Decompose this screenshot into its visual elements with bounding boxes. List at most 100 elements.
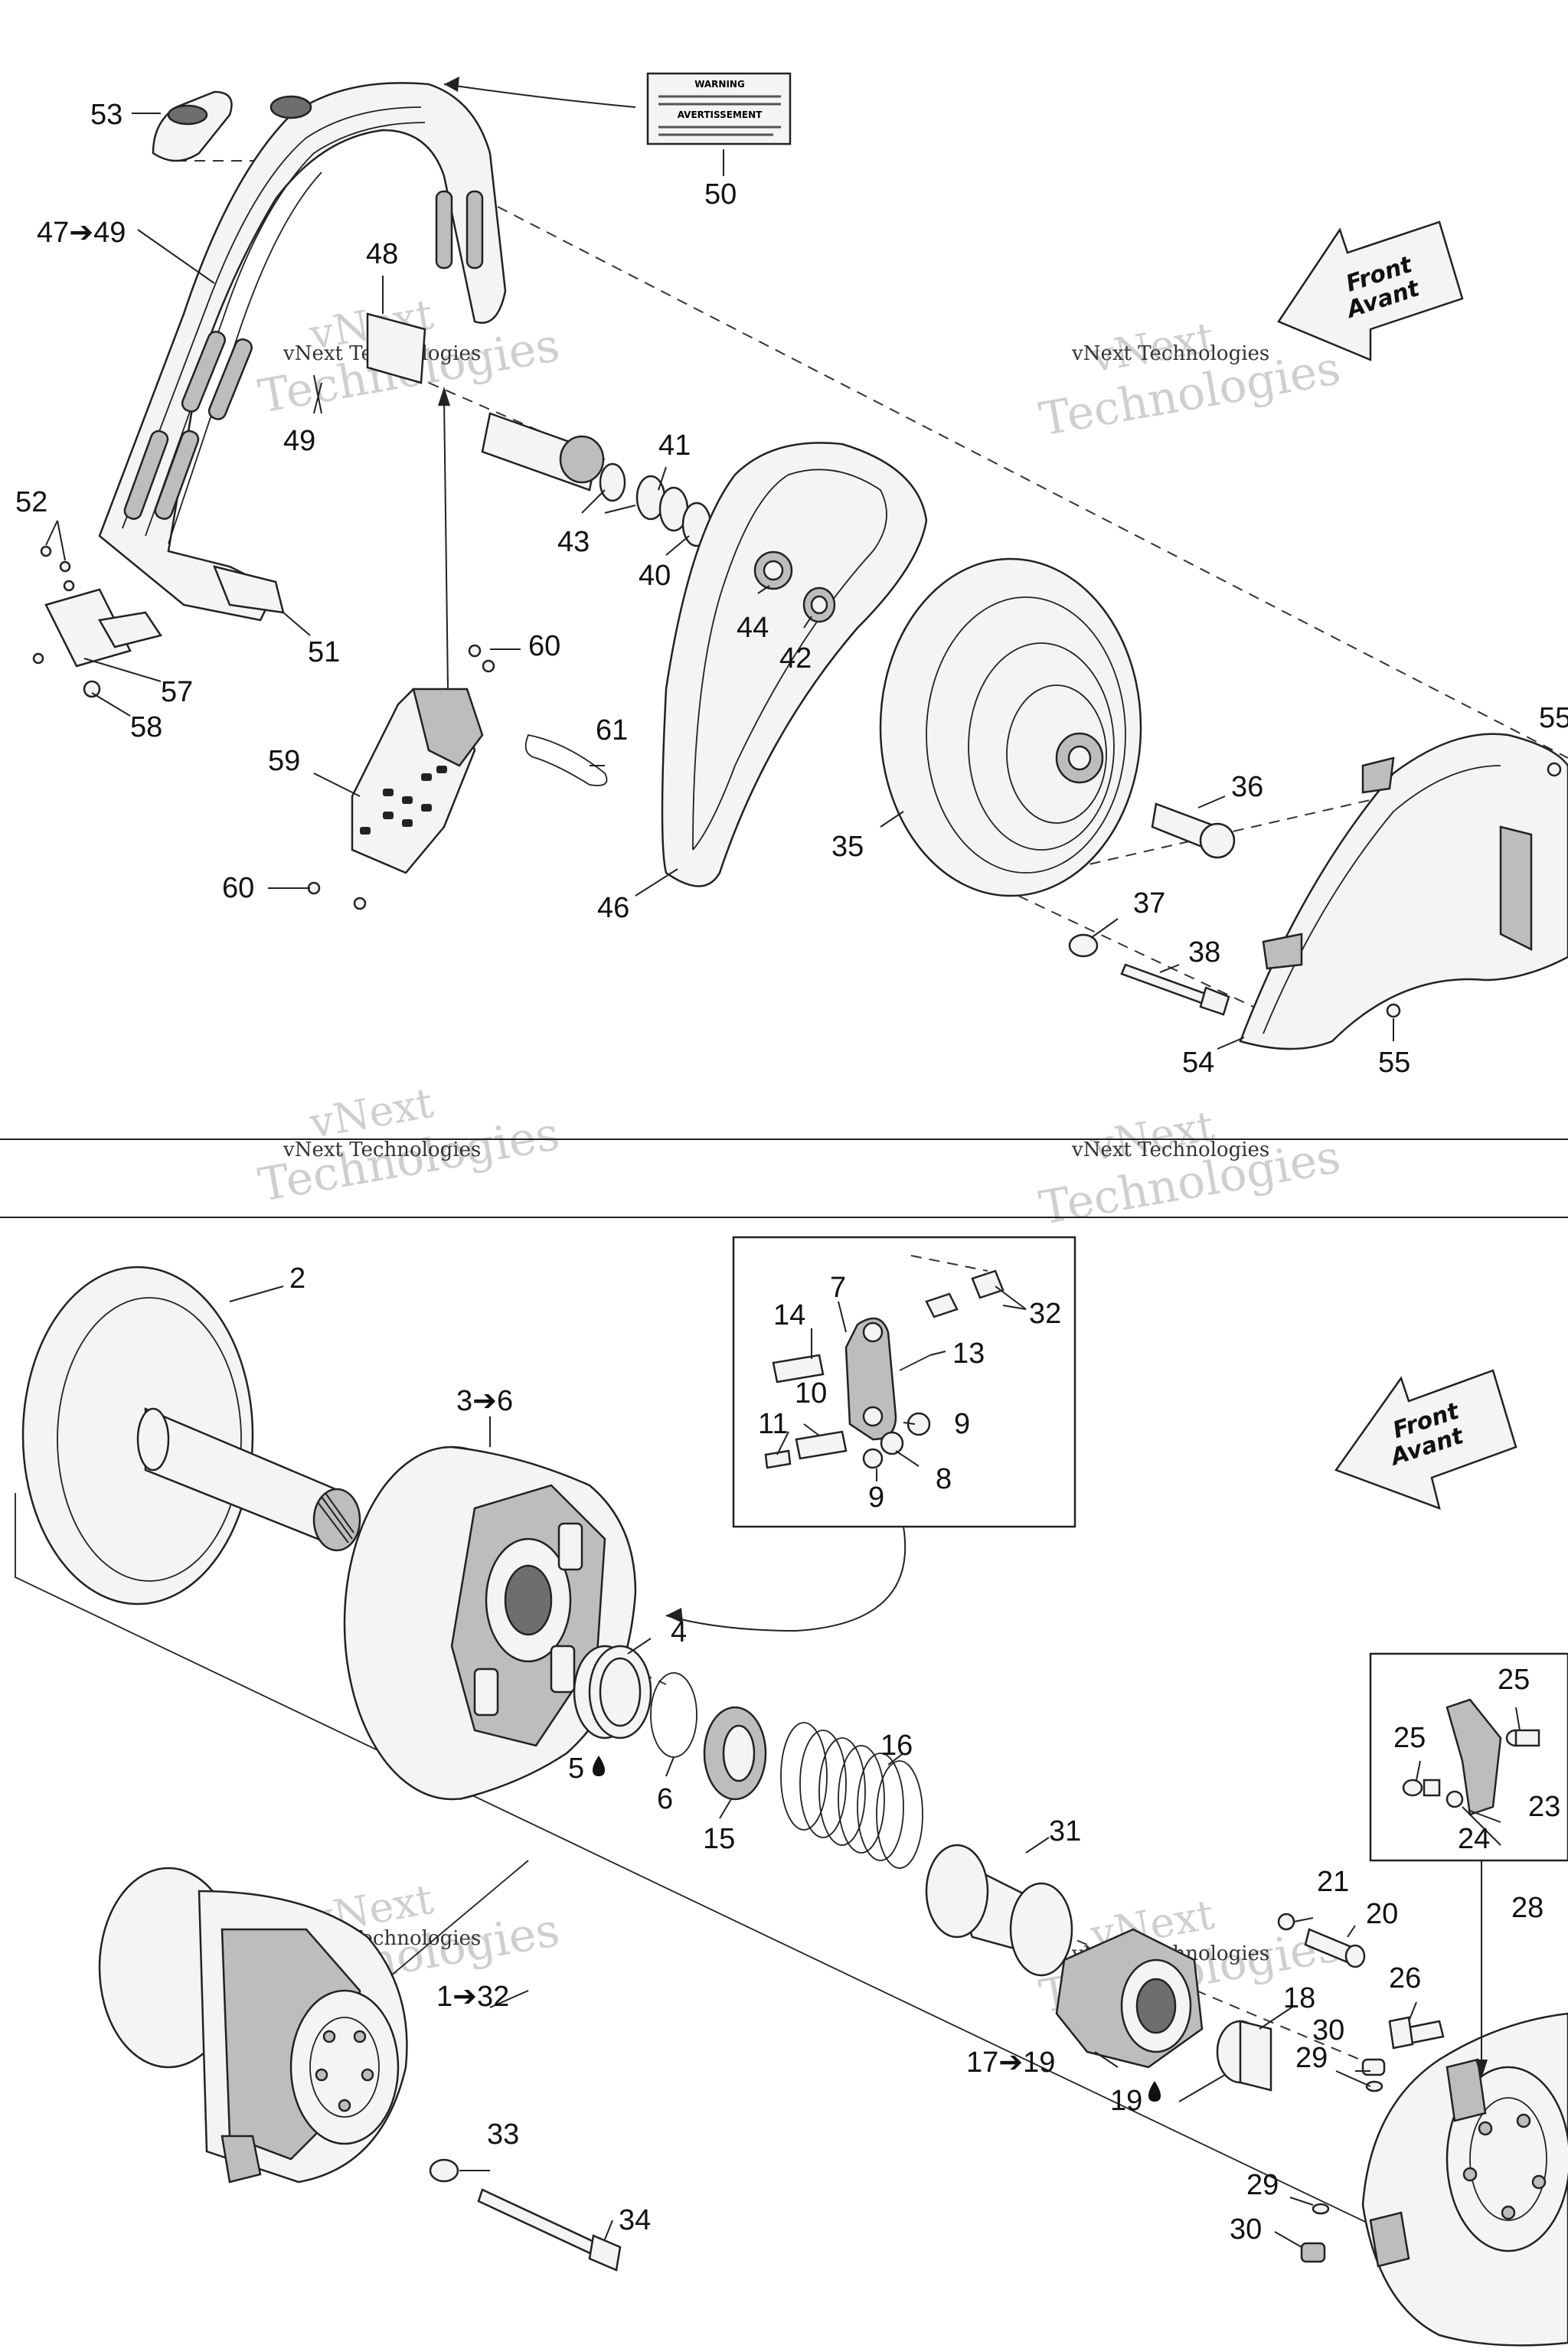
screw-52	[59, 560, 71, 573]
callout-59: 59	[268, 745, 300, 777]
leader-line	[443, 397, 449, 690]
inset-box-arm-assembly	[732, 1236, 1076, 1528]
front-direction-arrow: Front Avant	[1334, 1369, 1517, 1510]
knob-53	[152, 90, 233, 162]
callout-52: 52	[15, 486, 47, 518]
drive-pulley-assembly-1-32	[98, 1867, 408, 2184]
callout-19: 19	[1110, 2085, 1142, 2117]
lubricant-drop-icon	[593, 1756, 605, 1776]
bushing-36	[1151, 802, 1236, 859]
callout-33: 33	[487, 2118, 519, 2151]
pin-30	[1300, 2242, 1326, 2263]
callout-13: 13	[952, 1338, 985, 1370]
screw-52	[63, 580, 75, 592]
callout-25: 25	[1498, 1664, 1530, 1696]
pin-61	[524, 733, 608, 786]
callout-16: 16	[880, 1730, 913, 1762]
callout-9: 9	[954, 1408, 970, 1440]
drive-belt-46	[661, 442, 928, 887]
warning-decal-50: WARNING AVERTISSEMENT	[646, 72, 792, 145]
screw-52	[40, 545, 52, 557]
leader-line	[443, 83, 636, 108]
pin-30	[1361, 2058, 1386, 2076]
callout-15: 15	[703, 1823, 735, 1855]
callout-29: 29	[1246, 2169, 1279, 2201]
callout-51: 51	[308, 636, 340, 668]
screw-55	[1386, 1003, 1401, 1018]
callout-31: 31	[1049, 1815, 1081, 1847]
cover-54	[1239, 733, 1568, 1050]
callout-30: 30	[1230, 2213, 1262, 2246]
callout-2: 2	[289, 1263, 305, 1295]
callout-23: 23	[1528, 1791, 1560, 1823]
decal-title-en: WARNING	[694, 79, 745, 90]
callout-32: 32	[1029, 1298, 1061, 1330]
callout-21: 21	[1317, 1866, 1349, 1898]
callout-1-32: 1➔32	[436, 1981, 509, 2013]
spring-16	[780, 1722, 923, 1869]
bracket-59	[351, 688, 484, 874]
callout-37: 37	[1133, 887, 1165, 920]
ring-43	[599, 462, 626, 502]
callout-60: 60	[528, 630, 560, 662]
washer-15	[703, 1706, 767, 1801]
plate-48	[366, 312, 426, 384]
screw-60	[468, 644, 482, 658]
axis-line	[1018, 895, 1295, 1027]
top-assembly: WARNING AVERTISSEMENT	[15, 72, 1568, 1079]
leader-lines-bottom	[229, 1285, 1521, 2248]
callout-29: 29	[1295, 2042, 1328, 2074]
callout-53: 53	[90, 99, 122, 131]
axis-line	[15, 1493, 1379, 2229]
callout-40: 40	[639, 560, 671, 592]
leader-line	[665, 1526, 906, 1632]
washer-21	[1277, 1913, 1295, 1931]
callout-20: 20	[1366, 1898, 1398, 1930]
washer-29	[1312, 2203, 1330, 2215]
washer-29	[1365, 2080, 1383, 2092]
drive-pulley-cover	[1361, 2012, 1568, 2347]
spider-17-19	[1055, 1928, 1204, 2069]
callout-42: 42	[779, 642, 812, 675]
callout-41: 41	[658, 430, 691, 462]
screw-60	[307, 881, 321, 895]
callout-14: 14	[773, 1299, 805, 1331]
callout-25: 25	[1393, 1722, 1426, 1754]
callouts-top: 53 50 47➔49 48 49 41 43 40 52 44 42 51 6…	[15, 99, 1568, 1079]
callout-38: 38	[1188, 936, 1220, 969]
screw-20	[1304, 1928, 1366, 1968]
callouts-bottom: 2 7 32 14 13 3➔6 10 11 9 9 8 4 25 25 16 …	[289, 1263, 1560, 2246]
callout-49: 49	[283, 425, 315, 457]
bolt-38	[1120, 963, 1230, 1016]
callout-43: 43	[557, 526, 590, 558]
inset-box-ramp-assembly	[1369, 1652, 1568, 1862]
callout-10: 10	[795, 1377, 827, 1410]
screw-60	[353, 897, 367, 910]
callout-46: 46	[597, 892, 629, 924]
ring-6	[650, 1672, 697, 1758]
callout-8: 8	[936, 1463, 952, 1495]
lubricant-drop-icon	[1148, 2081, 1161, 2102]
bushing-18	[1216, 2020, 1272, 2092]
axis-line	[428, 382, 606, 460]
callout-5: 5	[568, 1753, 584, 1785]
callout-26: 26	[1389, 1962, 1421, 1994]
washer-33	[429, 2158, 459, 2183]
shaft	[481, 412, 605, 492]
bolt-34	[477, 2188, 622, 2272]
callout-28: 28	[1511, 1892, 1544, 1924]
callout-50: 50	[704, 178, 737, 211]
movable-sheave-3-6	[343, 1446, 637, 1801]
callout-3-6: 3➔6	[456, 1385, 513, 1417]
callout-58: 58	[130, 711, 162, 743]
leader-lines-top	[45, 113, 1394, 1050]
callout-54: 54	[1182, 1047, 1214, 1079]
screw-60	[482, 659, 495, 673]
callout-30: 30	[1312, 2014, 1344, 2047]
sleeve-31	[925, 1844, 1073, 1977]
callout-57: 57	[161, 676, 193, 708]
callout-48: 48	[366, 238, 398, 270]
bracket-57	[32, 588, 163, 698]
callout-11: 11	[758, 1408, 788, 1440]
